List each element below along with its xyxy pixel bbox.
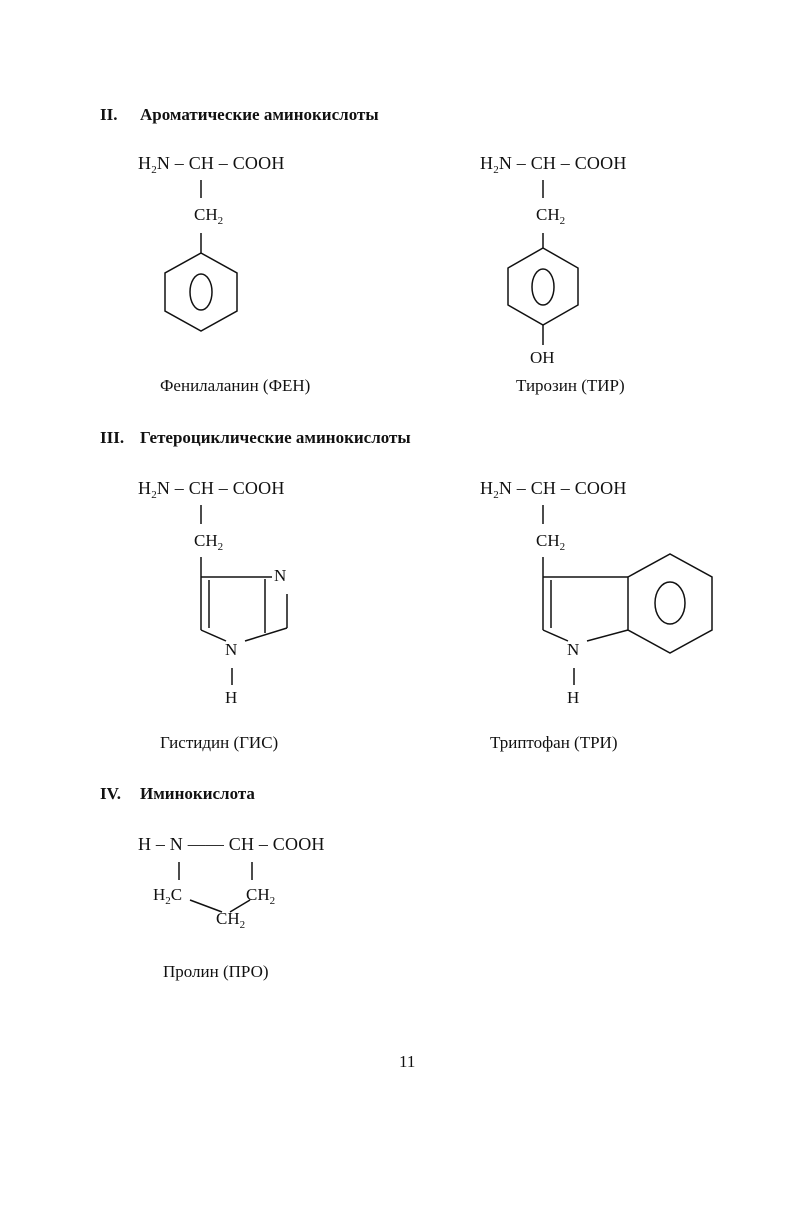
section-number: II. — [100, 105, 118, 124]
trp-pyrrole-right-to-n — [586, 629, 629, 642]
page-number: 11 — [399, 1052, 416, 1071]
tyr-oh: OH — [530, 348, 555, 367]
trp-nh-n: N — [567, 640, 580, 659]
his-ch2: CH2 — [194, 531, 224, 553]
pro-ch2-bottom: CH2 — [216, 909, 246, 931]
trp-aromatic-circle — [654, 581, 686, 625]
tyr-ch2: CH2 — [536, 205, 566, 227]
trp-nh-h: H — [567, 688, 580, 707]
tyr-aromatic-circle — [531, 268, 555, 306]
section-title: Иминокислота — [140, 784, 255, 803]
phe-aromatic-circle — [189, 273, 213, 311]
phe-structure — [164, 180, 238, 332]
his-ring-left-to-n — [200, 629, 227, 642]
pro-name: Пролин (ПРО) — [163, 962, 269, 981]
his-name: Гистидин (ГИС) — [160, 733, 279, 752]
his-ring-right-to-n — [244, 627, 288, 642]
section-heading-heterocyclic: III. Гетероциклические аминокислоты — [100, 428, 411, 448]
section-heading-imino: IV. Иминокислота — [100, 784, 255, 804]
pro-head: H – N —— CH – COOH — [138, 834, 325, 854]
tyr-benzene-ring — [507, 247, 579, 326]
trp-amine-head: H2N – CH – COOH — [480, 478, 627, 501]
his-nh-h: H — [225, 688, 238, 707]
pro-ch2-right: CH2 — [246, 885, 276, 907]
pro-structure — [178, 862, 253, 913]
pro-h2c: H2C — [153, 885, 183, 907]
his-nh-n: N — [225, 640, 238, 659]
tyr-amine-head: H2N – CH – COOH — [480, 153, 627, 176]
section-title: Гетероциклические аминокислоты — [140, 428, 411, 447]
phe-benzene-ring — [164, 252, 238, 332]
section-heading-aromatic: II. Ароматические аминокислоты — [100, 105, 379, 125]
trp-name: Триптофан (ТРИ) — [490, 733, 618, 752]
trp-pyrrole-left-to-n — [542, 629, 569, 642]
phe-name: Фенилаланин (ФЕН) — [160, 376, 311, 395]
section-number: IV. — [100, 784, 121, 803]
section-number: III. — [100, 428, 125, 447]
section-title: Ароматические аминокислоты — [140, 105, 379, 124]
phe-amine-head: H2N – CH – COOH — [138, 153, 285, 176]
phe-ch2: CH2 — [194, 205, 224, 227]
trp-ch2: CH2 — [536, 531, 566, 553]
his-ring-n: N — [274, 566, 287, 585]
tyr-name: Тирозин (ТИР) — [516, 376, 625, 395]
trp-benzene-ring — [627, 553, 713, 654]
his-amine-head: H2N – CH – COOH — [138, 478, 285, 501]
